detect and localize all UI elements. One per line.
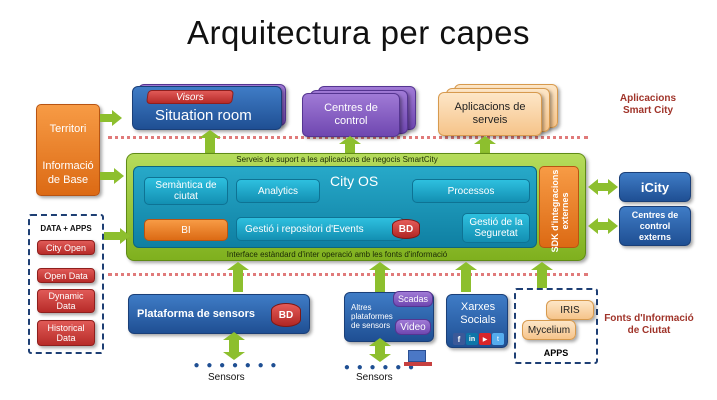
- arrow-sensors-1-head: [223, 332, 245, 340]
- arrow-centres-control: [345, 140, 355, 154]
- arrow-altres: [375, 268, 385, 292]
- arrow-data-apps-head: [120, 228, 130, 244]
- page-title: Arquitectura per capes: [186, 14, 530, 51]
- arrow-plataforma: [233, 268, 243, 292]
- arrow-externs-left-head: [588, 218, 598, 234]
- apps-group: IRIS Mycelium APPS: [514, 288, 598, 364]
- arrow-icity: [596, 183, 610, 191]
- centres-control-box[interactable]: Centres de control: [302, 93, 400, 137]
- linkedin-icon: in: [466, 333, 478, 345]
- arrow-informacio: [100, 172, 116, 180]
- plataforma-sensors-label: Plataforma de sensors: [137, 308, 255, 320]
- city-os-panel: City OS Semàntica de ciutat Analytics Pr…: [133, 166, 537, 248]
- arrow-sensors-1: [229, 336, 239, 356]
- facebook-icon: f: [453, 333, 465, 345]
- arrow-situation-room: [205, 134, 215, 154]
- sensor-dots-1: ● ● ● ● ● ● ●: [193, 360, 279, 371]
- open-data-item[interactable]: Open Data: [37, 268, 95, 283]
- plataforma-sensors-box[interactable]: Plataforma de sensors BD: [128, 294, 310, 334]
- gestio-seguretat-box[interactable]: Gestió de la Seguretat: [462, 213, 530, 243]
- mycelium-box[interactable]: Mycelium: [522, 320, 576, 340]
- layer-label-sources: Fonts d'Informació de Ciutat: [604, 313, 694, 336]
- arrow-data-apps: [104, 232, 122, 240]
- arrow-aplicacions-head: [474, 136, 496, 144]
- icity-box[interactable]: iCity: [619, 172, 691, 202]
- device-screen: [408, 350, 426, 362]
- core-platform-frame: Serveis de suport a les aplicacions de n…: [126, 153, 586, 261]
- arrow-sensors-2-head: [369, 338, 391, 346]
- arrow-plataforma-head: [227, 262, 249, 270]
- sensors-label-2: Sensors: [356, 372, 393, 383]
- arrow-territori: [100, 114, 114, 122]
- bi-box[interactable]: BI: [144, 219, 228, 241]
- historical-data-item[interactable]: Historical Data: [37, 320, 95, 346]
- situation-room-box[interactable]: Visors Situation room: [132, 86, 282, 130]
- sdk-label: SDK d'integracions externes: [550, 169, 570, 253]
- plataforma-bd-icon: BD: [271, 303, 301, 327]
- situation-room-label: Situation room: [155, 107, 252, 124]
- arrow-apps-head: [531, 262, 553, 270]
- scadas-box[interactable]: Scadas: [393, 291, 433, 307]
- arrow-externs: [596, 222, 610, 230]
- device-base: [404, 362, 432, 366]
- arrow-centres-control-head: [339, 136, 361, 144]
- arrow-icity-left-head: [588, 179, 598, 195]
- device-icon: [404, 348, 434, 368]
- twitter-icon: t: [492, 333, 504, 345]
- arrow-xarxes-head: [455, 262, 477, 270]
- arrow-sensors-1-bottom: [223, 352, 245, 360]
- arrow-sensors-2-bottom: [369, 354, 391, 362]
- informacio-base-label: Informació de Base: [42, 160, 94, 186]
- arrow-altres-head: [369, 262, 391, 270]
- arrow-situation-room-head: [199, 130, 221, 138]
- data-apps-group: DATA + APPS City Open Open Data Dynamic …: [28, 214, 104, 354]
- xarxes-socials-label: Xarxes Socials: [460, 301, 496, 326]
- bottom-layer-divider: [108, 273, 588, 276]
- processos-box[interactable]: Processos: [412, 179, 530, 203]
- data-apps-header: DATA + APPS: [40, 224, 92, 233]
- iris-box[interactable]: IRIS: [546, 300, 594, 320]
- territori-box[interactable]: Territori Informació de Base: [36, 104, 100, 196]
- altres-plataformes-box[interactable]: Altres plataformes de sensors Scadas Vid…: [344, 291, 434, 342]
- xarxes-socials-box[interactable]: Xarxes Socials f in ▶ t: [446, 294, 508, 348]
- analytics-box[interactable]: Analytics: [236, 179, 320, 203]
- territori-label: Territori: [49, 123, 87, 135]
- aplicacions-serveis-box[interactable]: Aplicacions de serveis: [438, 92, 542, 136]
- apps-label: APPS: [543, 348, 569, 358]
- arrow-informacio-head: [114, 168, 124, 184]
- altres-plataformes-label: Altres plataformes de sensors: [351, 303, 393, 330]
- arrow-aplicacions: [480, 140, 490, 154]
- arrow-sensors-2: [375, 342, 385, 358]
- city-os-label: City OS: [330, 173, 379, 189]
- arrow-territori-head: [112, 110, 122, 126]
- sdk-box[interactable]: SDK d'integracions externes: [539, 166, 579, 252]
- arrow-apps: [537, 268, 547, 288]
- social-icons: f in ▶ t: [453, 333, 505, 345]
- gestio-events-box[interactable]: Gestió i repositori d'Events: [236, 217, 404, 241]
- semantica-box[interactable]: Semàntica de ciutat: [144, 177, 228, 205]
- core-bottom-bar: Interface estàndard d'inter operació amb…: [226, 250, 448, 259]
- dynamic-data-item[interactable]: Dynamic Data: [37, 289, 95, 313]
- core-top-bar: Serveis de suport a les aplicacions de n…: [236, 155, 438, 164]
- sensor-dots-2: ● ● ● ● ● ●: [343, 362, 417, 373]
- arrow-xarxes: [461, 268, 471, 292]
- city-open-item[interactable]: City Open: [37, 240, 95, 255]
- events-bd-icon: BD: [392, 219, 420, 239]
- arrow-externs-right-head: [608, 218, 618, 234]
- visors-tag: Visors: [146, 90, 234, 104]
- sensors-label-1: Sensors: [208, 372, 245, 383]
- video-box[interactable]: Video: [395, 319, 431, 335]
- youtube-icon: ▶: [479, 333, 491, 345]
- arrow-icity-right-head: [608, 179, 618, 195]
- centres-externs-box[interactable]: Centres de control externs: [619, 206, 691, 246]
- layer-label-apps: Aplicacions Smart City: [619, 93, 677, 116]
